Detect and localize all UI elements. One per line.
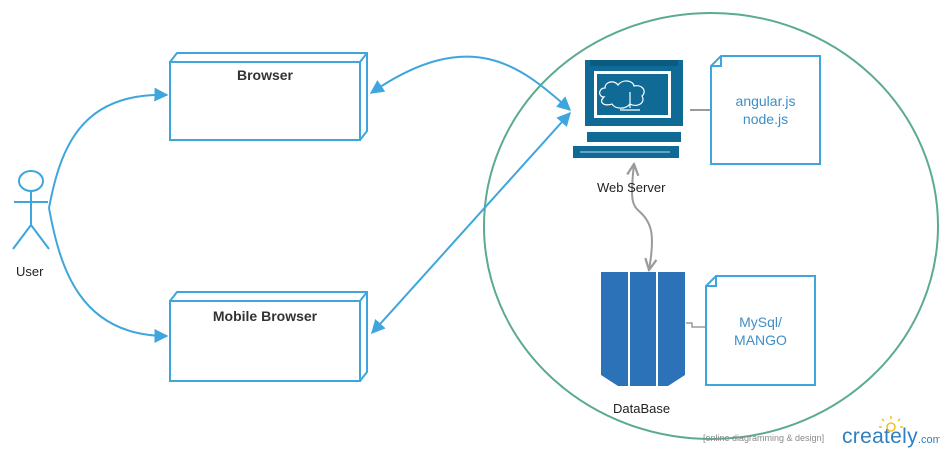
database-note-line-1: MySql/ [739,314,782,330]
mobile-browser-node [169,291,368,382]
user-actor-icon [12,170,50,250]
browser-node [169,52,368,141]
database-note-shape [705,275,816,386]
creately-bulb-icon [879,416,903,432]
watermark-tagline: [online diagramming & design] [703,433,825,443]
creately-logo: creately.com [842,425,940,449]
server-database-connector [632,164,652,270]
database-note-link [686,322,706,328]
database-icon [601,272,685,386]
mobile-to-server-connector [371,111,571,335]
server-note-line-1: angular.js [735,93,796,109]
creately-domain-text: .com [917,434,940,446]
mobile-browser-label: Mobile Browser [212,308,318,324]
web-server-icon [573,60,683,158]
user-to-mobile-browser-connector [48,207,169,343]
server-note-shape [710,55,821,165]
server-note-line-2: node.js [742,111,789,127]
browser-to-server-connector [369,55,572,111]
user-to-browser-connector [48,87,169,209]
web-server-label: Web Server [597,180,666,195]
database-note-text: MySql/ MANGO [706,313,815,349]
database-note-line-2: MANGO [734,332,787,348]
database-label: DataBase [613,401,671,416]
server-note-text: angular.js node.js [711,92,820,128]
user-label: User [16,264,44,279]
browser-label: Browser [236,67,294,83]
creately-brand-text: creately [842,425,918,448]
